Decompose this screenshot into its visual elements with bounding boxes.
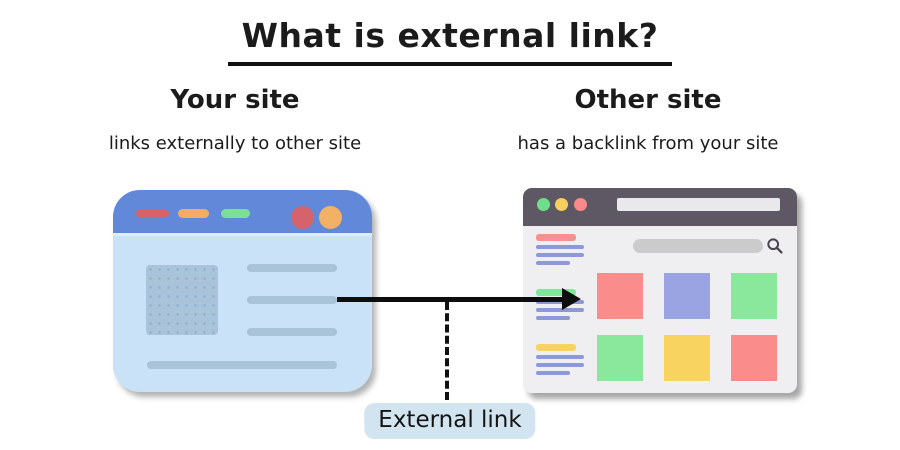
content-tile [731,273,777,319]
text-line [247,264,337,272]
sidebar-text-line [536,245,584,249]
menu-pill-orange [178,209,209,218]
external-link-label: External link [364,403,536,439]
sidebar-text-line [536,355,584,359]
other-site-browser-window [523,188,797,393]
search-bar [633,239,763,253]
header-circle-orange [319,206,342,229]
text-line [247,328,337,336]
content-tile [731,335,777,381]
sidebar-text-line [536,316,570,320]
content-tile [664,273,710,319]
other-site-heading: Other site [574,85,722,115]
sidebar-text-line [536,261,570,265]
address-bar [617,198,780,211]
browser-header [523,188,797,226]
traffic-dot-red [574,198,587,211]
external-link-arrow-head [562,288,581,310]
browser-header [113,190,372,236]
sidebar-nav [536,234,598,384]
sidebar-group [536,344,598,379]
text-line-with-link [247,296,337,304]
sidebar-text-line [536,363,584,367]
sidebar-pill [536,289,576,296]
sidebar-text-line [536,371,570,375]
external-link-arrow-line [337,297,564,302]
image-placeholder [146,265,218,335]
content-grid [597,273,777,381]
your-site-subtitle: links externally to other site [108,133,362,154]
menu-pill-green [221,209,250,218]
traffic-dot-yellow [555,198,568,211]
content-tile [664,335,710,381]
sidebar-text-line [536,308,584,312]
content-tile [597,273,643,319]
menu-pill-red [136,209,169,218]
sidebar-pill [536,234,576,241]
your-site-browser-window [113,190,372,392]
page-title: What is external link? [227,16,673,66]
text-line-wide [147,361,337,369]
header-circle-red [291,206,314,229]
sidebar-group [536,234,598,269]
sidebar-text-line [536,300,584,304]
traffic-dot-green [537,198,550,211]
content-tile [597,335,643,381]
sidebar-group [536,289,598,324]
sidebar-text-line [536,253,584,257]
dashed-connector-line [445,302,449,400]
sidebar-pill [536,344,576,351]
search-icon [767,238,783,254]
title-wrap: What is external link? [0,16,900,66]
your-site-heading: Your site [170,85,300,115]
other-site-subtitle: has a backlink from your site [517,133,779,154]
